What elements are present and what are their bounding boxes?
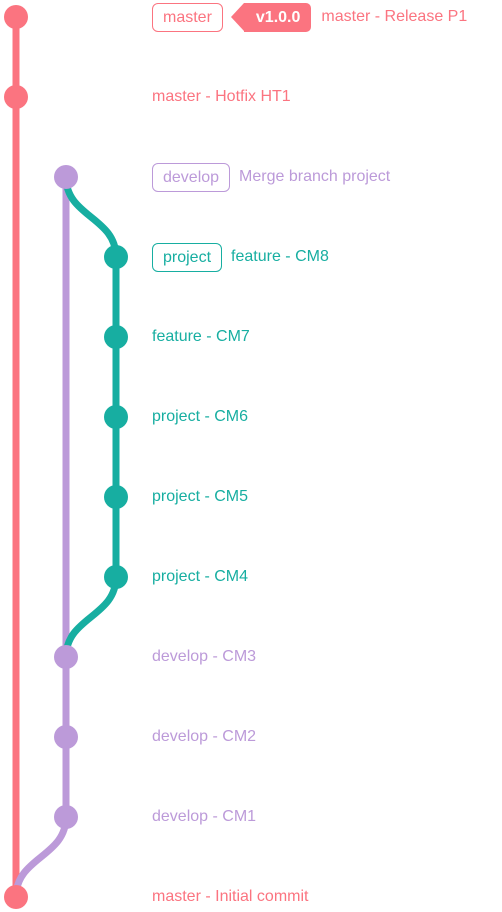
commit-dot[interactable] xyxy=(4,85,28,109)
commit-row[interactable]: develop - CM3 xyxy=(152,643,256,671)
commit-row[interactable]: project - CM6 xyxy=(152,403,248,431)
commit-dot[interactable] xyxy=(54,725,78,749)
commit-dot[interactable] xyxy=(4,885,28,909)
commit-message: develop - CM1 xyxy=(152,808,257,825)
branch-badge[interactable]: master xyxy=(152,2,223,32)
develop-fork-curve xyxy=(12,813,70,901)
commit-message: master - Release P1 xyxy=(321,8,468,25)
commit-message: Merge branch project xyxy=(239,168,391,185)
commit-row[interactable]: project feature - CM8 xyxy=(152,242,329,272)
commit-dot[interactable] xyxy=(104,565,128,589)
commit-dot[interactable] xyxy=(104,325,128,349)
commit-message: project - CM5 xyxy=(152,488,249,505)
branch-badge[interactable]: develop xyxy=(152,162,231,192)
commit-row[interactable]: project - CM5 xyxy=(152,483,248,511)
commit-message: feature - CM7 xyxy=(152,328,250,345)
commit-row[interactable]: develop - CM2 xyxy=(152,723,256,751)
commit-dot[interactable] xyxy=(104,405,128,429)
commit-dot[interactable] xyxy=(104,485,128,509)
commit-row[interactable]: feature - CM7 xyxy=(152,323,250,351)
commit-message: develop - CM2 xyxy=(152,728,257,745)
commit-row[interactable]: master - Hotfix HT1 xyxy=(152,83,291,111)
commit-row[interactable]: project - CM4 xyxy=(152,563,248,591)
commit-message: master - Initial commit xyxy=(152,888,309,905)
commit-message: feature - CM8 xyxy=(231,248,329,265)
commit-dot[interactable] xyxy=(54,805,78,829)
branch-badge[interactable]: project xyxy=(152,242,223,272)
project-merge-curve xyxy=(62,173,120,261)
commit-dot[interactable] xyxy=(104,245,128,269)
project-fork-curve xyxy=(62,573,120,661)
commit-dot[interactable] xyxy=(54,165,78,189)
version-tag[interactable]: v1.0.0 xyxy=(230,2,312,32)
commit-message: project - CM6 xyxy=(152,408,249,425)
commit-row[interactable]: master - Initial commit xyxy=(152,883,308,911)
commit-dot[interactable] xyxy=(54,645,78,669)
commit-dot[interactable] xyxy=(4,5,28,29)
commit-message: master - Hotfix HT1 xyxy=(152,88,291,105)
commit-message: project - CM4 xyxy=(152,568,249,585)
commit-row[interactable]: develop - CM1 xyxy=(152,803,256,831)
commit-row[interactable]: develop Merge branch project xyxy=(152,162,391,192)
commit-message: develop - CM3 xyxy=(152,648,257,665)
